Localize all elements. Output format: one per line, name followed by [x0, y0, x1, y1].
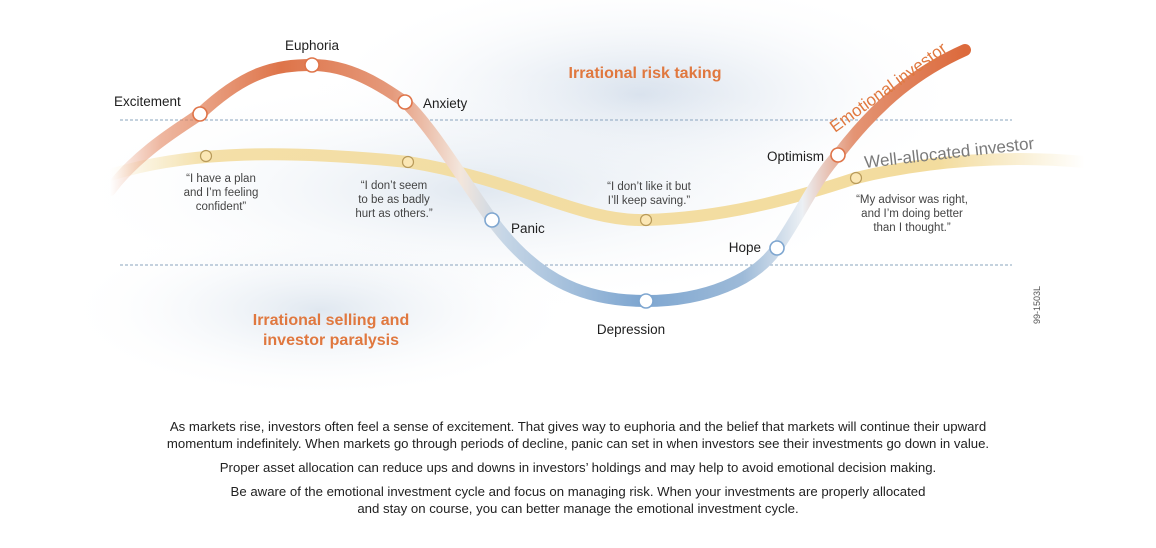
caption-paragraph-3-line-1: Be aware of the emotional investment cyc…: [230, 484, 926, 499]
caption-paragraph-2-line-1: Proper asset allocation can reduce ups a…: [219, 460, 937, 475]
figure-code: 99-1503L: [1032, 286, 1042, 324]
quote-2-line-2: to be as badly: [358, 194, 430, 206]
quote-1-line-3: confident”: [196, 201, 247, 213]
caption-paragraph-1: As markets rise, investors often feel a …: [0, 418, 1156, 452]
quote-2-line-3: hurt as others.”: [355, 208, 433, 220]
panic-label: Panic: [511, 221, 545, 236]
irrational-risk-zone-label: Irrational risk taking: [569, 65, 722, 82]
quote-3-line-1: “I don’t like it but: [607, 181, 692, 193]
optimism-label: Optimism: [767, 149, 824, 164]
caption-paragraph-3: Be aware of the emotional investment cyc…: [0, 483, 1156, 517]
hope-marker: [769, 240, 785, 256]
excitement-marker: [192, 106, 208, 122]
optimism-marker: [830, 147, 846, 163]
quote-1-line-2: and I’m feeling: [184, 187, 259, 199]
euphoria-label: Euphoria: [285, 38, 340, 53]
quote-4-line-2: and I’m doing better: [861, 208, 963, 220]
quote-4-line-1: “My advisor was right,: [856, 194, 968, 206]
quote-3-line-2: I’ll keep saving.”: [608, 195, 691, 207]
euphoria-marker: [304, 57, 320, 73]
depression-label: Depression: [597, 322, 665, 337]
well-allocated-investor-curve: [104, 148, 1091, 227]
irrational-selling-zone-label-line-1: Irrational selling and: [253, 312, 409, 329]
quote-4-line-3: than I thought.”: [873, 222, 951, 234]
emotional-investment-cycle-diagram: Excitement Euphoria Anxiety Panic Depres…: [60, 0, 1091, 400]
quote-marker-4: [849, 171, 863, 185]
quote-marker-3: [639, 213, 653, 227]
panic-marker: [484, 212, 500, 228]
excitement-label: Excitement: [114, 94, 181, 109]
caption-paragraph-1-line-1: As markets rise, investors often feel a …: [169, 419, 987, 434]
caption-paragraph-3-line-2: and stay on course, you can better manag…: [357, 501, 799, 516]
emotional-investor-curve: [104, 44, 971, 308]
depression-marker: [638, 293, 654, 309]
background-glow-bottom: [60, 220, 580, 400]
irrational-selling-zone-label-line-2: investor paralysis: [263, 332, 399, 349]
quote-1-line-1: “I have a plan: [186, 173, 256, 185]
caption-paragraph-2: Proper asset allocation can reduce ups a…: [0, 459, 1156, 476]
hope-label: Hope: [729, 240, 761, 255]
caption-paragraph-1-line-2: momentum indefinitely. When markets go t…: [166, 436, 990, 451]
anxiety-label: Anxiety: [423, 96, 468, 111]
quote-marker-1: [199, 149, 213, 163]
anxiety-marker: [397, 94, 413, 110]
caption: As markets rise, investors often feel a …: [0, 418, 1156, 524]
quote-2-line-1: “I don’t seem: [361, 180, 427, 192]
quote-marker-2: [401, 155, 415, 169]
